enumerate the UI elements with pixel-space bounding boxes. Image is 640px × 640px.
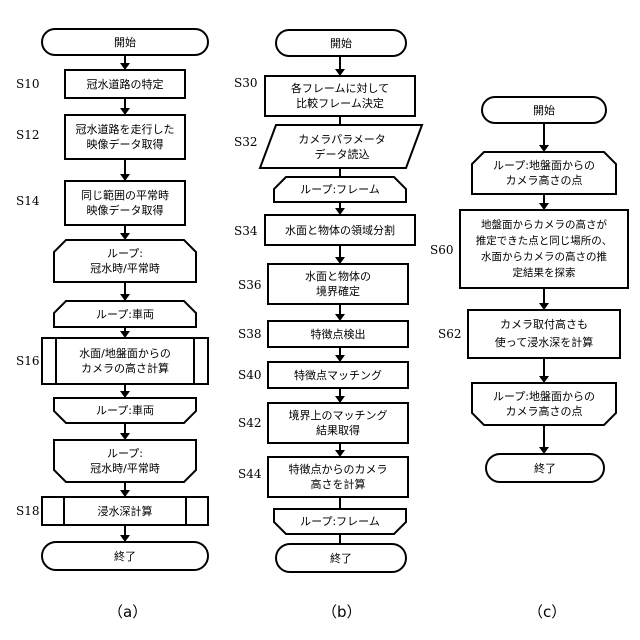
b-s44-step-label: S44 [238, 467, 262, 481]
caption-a: （a） [108, 603, 147, 621]
a-s10-step-label: S10 [16, 77, 40, 91]
a-loop-flood-begin-text: ループ: 冠水時/平常時 [54, 240, 196, 282]
c-end-label: 終了 [486, 454, 604, 482]
a-end-label: 終了 [42, 542, 208, 570]
b-s32-step-label: S32 [234, 135, 258, 149]
b-s38-step-label: S38 [238, 327, 262, 341]
b-s32-text: カメラパラメータ データ読込 [272, 125, 412, 168]
c-loop-point-end-text: ループ:地盤面からの カメラ高さの点 [472, 383, 616, 425]
b-end-label: 終了 [276, 544, 406, 572]
b-s38-text: 特徴点検出 [268, 321, 408, 347]
a-loop-vehicle-begin-text: ループ:車両 [54, 301, 196, 327]
a-s18-text: 浸水深計算 [64, 497, 186, 525]
a-s14-text: 同じ範囲の平常時 映像データ取得 [65, 181, 185, 225]
b-s34-text: 水面と物体の領域分割 [265, 215, 415, 245]
b-s36-step-label: S36 [238, 278, 262, 292]
caption-b: （b） [322, 603, 362, 621]
b-s30-text: 各フレームに対して 比較フレーム決定 [265, 76, 415, 116]
a-s18-step-label: S18 [16, 504, 40, 518]
b-s42-text: 境界上のマッチング 結果取得 [268, 403, 408, 443]
c-start-label: 開始 [482, 97, 606, 123]
a-s16-step-label: S16 [16, 354, 40, 368]
a-s10-text: 冠水道路の特定 [65, 70, 185, 98]
a-loop-vehicle-end-text: ループ:車両 [54, 398, 196, 423]
b-loop-frame-end-text: ループ:フレーム [274, 509, 406, 534]
b-s44-text: 特徴点からのカメラ 高さを計算 [268, 457, 408, 497]
c-s60-text: 地盤面からカメラの高さが 推定できた点と同じ場所の、 水面からカメラの高さの推 … [460, 210, 628, 288]
a-start-label: 開始 [42, 29, 208, 55]
c-s60-step-label: S60 [430, 243, 454, 257]
b-s34-step-label: S34 [234, 224, 258, 238]
b-s42-step-label: S42 [238, 416, 262, 430]
b-s36-text: 水面と物体の 境界確定 [268, 264, 408, 304]
c-s62-text: カメラ取付高さも 使って浸水深を計算 [468, 310, 620, 358]
a-loop-flood-end-text: ループ: 冠水時/平常時 [54, 440, 196, 482]
c-loop-point-begin-text: ループ:地盤面からの カメラ高さの点 [472, 152, 616, 194]
c-s62-step-label: S62 [438, 327, 462, 341]
b-s40-text: 特徴点マッチング [268, 362, 408, 388]
a-s12-step-label: S12 [16, 128, 40, 142]
b-loop-frame-begin-text: ループ:フレーム [274, 177, 406, 202]
b-s40-step-label: S40 [238, 368, 262, 382]
b-start-label: 開始 [276, 30, 406, 56]
a-s12-text: 冠水道路を走行した 映像データ取得 [65, 115, 185, 159]
b-s30-step-label: S30 [234, 76, 258, 90]
caption-c: （c） [528, 603, 566, 621]
a-s14-step-label: S14 [16, 194, 40, 208]
a-s16-text: 水面/地盤面からの カメラの高さ計算 [56, 338, 194, 384]
